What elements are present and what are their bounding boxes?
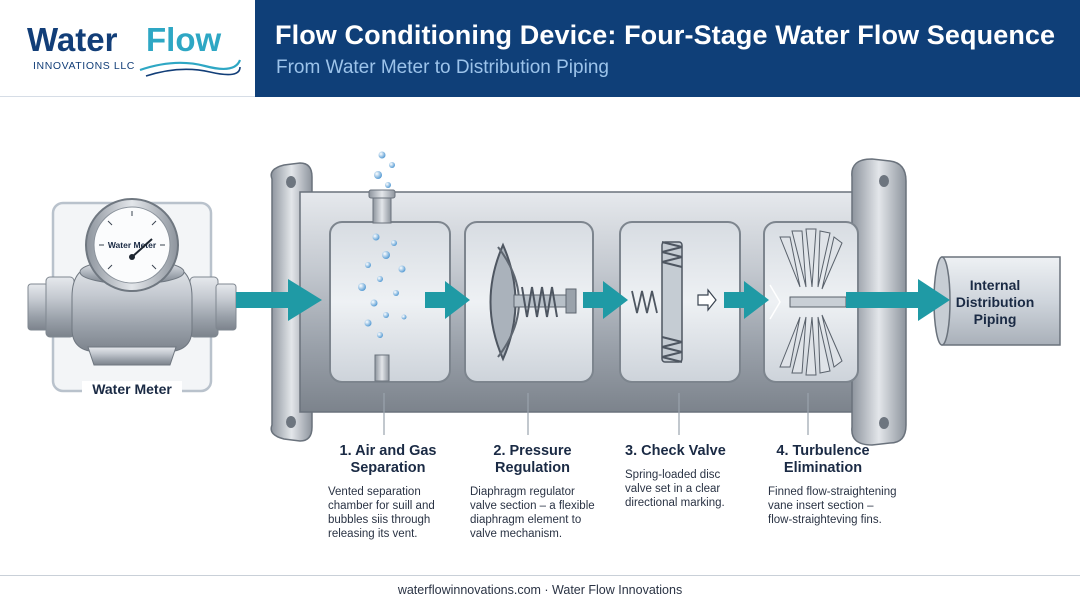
flow-arrow-3 <box>583 281 628 319</box>
diaphragm-element <box>489 242 517 362</box>
stage-title: 1. Air and Gas Separation <box>339 443 437 476</box>
valve-spring-top <box>661 241 683 268</box>
stage-title: 2. Pressure Regulation <box>493 443 572 476</box>
conditioning-device <box>270 151 907 446</box>
logo-word-water: Water <box>27 21 118 58</box>
straightening-fins <box>779 228 843 376</box>
meter-outlet-thread <box>215 283 237 331</box>
valve-disc <box>661 241 683 363</box>
stage-1-caption: 1. Air and Gas Separation Vented separat… <box>328 443 448 541</box>
company-logo: Water Flow INNOVATIONS LLC <box>0 0 255 97</box>
logo-subtitle: INNOVATIONS LLC <box>33 60 135 72</box>
meter-inlet-thread <box>27 283 49 331</box>
valve-spring-bottom <box>661 336 683 363</box>
leader-lines <box>383 393 809 435</box>
stage-title: 4. Turbulence Elimination <box>776 443 870 476</box>
stage-4-caption: 4. Turbulence Elimination Finned flow-st… <box>768 443 908 527</box>
stage-description: Vented separation chamber for suill and … <box>328 486 435 540</box>
page-title: Flow Conditioning Device: Four-Stage Wat… <box>275 20 1056 50</box>
stage-description: Diaphragm regulator valve section – a fl… <box>470 486 595 540</box>
water-meter: Water Meter <box>27 198 237 393</box>
distribution-piping-label: Internal Distribution Piping <box>955 277 1035 327</box>
stage-description: Spring-loaded disc valve set in a clear … <box>625 469 725 509</box>
footer-divider <box>0 575 1080 576</box>
direction-arrow-icon <box>697 288 717 312</box>
stage-2-caption: 2. Pressure Regulation Diaphragm regulat… <box>470 443 595 541</box>
meter-dial <box>93 206 171 284</box>
meter-outlet-coupling <box>189 276 219 338</box>
air-bubbles <box>358 151 407 338</box>
title-banner: Flow Conditioning Device: Four-Stage Wat… <box>255 0 1080 97</box>
flow-diagram: Water Meter <box>0 97 1080 575</box>
vent-port <box>372 196 392 224</box>
header: Water Flow INNOVATIONS LLC Flow Conditio… <box>0 0 1080 97</box>
logo-wave-icon <box>139 59 242 77</box>
stage-title: 3. Check Valve <box>625 443 726 459</box>
flow-arrows <box>236 279 950 321</box>
regulator-spring <box>521 286 558 318</box>
flow-arrow-1 <box>236 279 322 321</box>
meter-inlet-coupling <box>45 276 75 338</box>
page-subtitle: From Water Meter to Distribution Piping <box>276 57 609 78</box>
device-illustration: Water Meter <box>27 151 1061 446</box>
flow-arrow-5 <box>846 279 950 321</box>
flow-arrow-2 <box>425 281 470 319</box>
water-meter-label: Water Meter <box>82 381 182 397</box>
logo-word-flow: Flow <box>146 21 222 58</box>
meter-dial-text: Water Meter <box>108 240 157 250</box>
flow-arrow-4 <box>724 281 769 319</box>
stage-description: Finned flow-straightening vane insert se… <box>768 486 897 526</box>
stage-3-caption: 3. Check Valve Spring-loaded disc valve … <box>625 443 745 510</box>
footer-text: waterflowinnovations.com · Water Flow In… <box>397 583 683 597</box>
meter-needle <box>131 238 153 258</box>
